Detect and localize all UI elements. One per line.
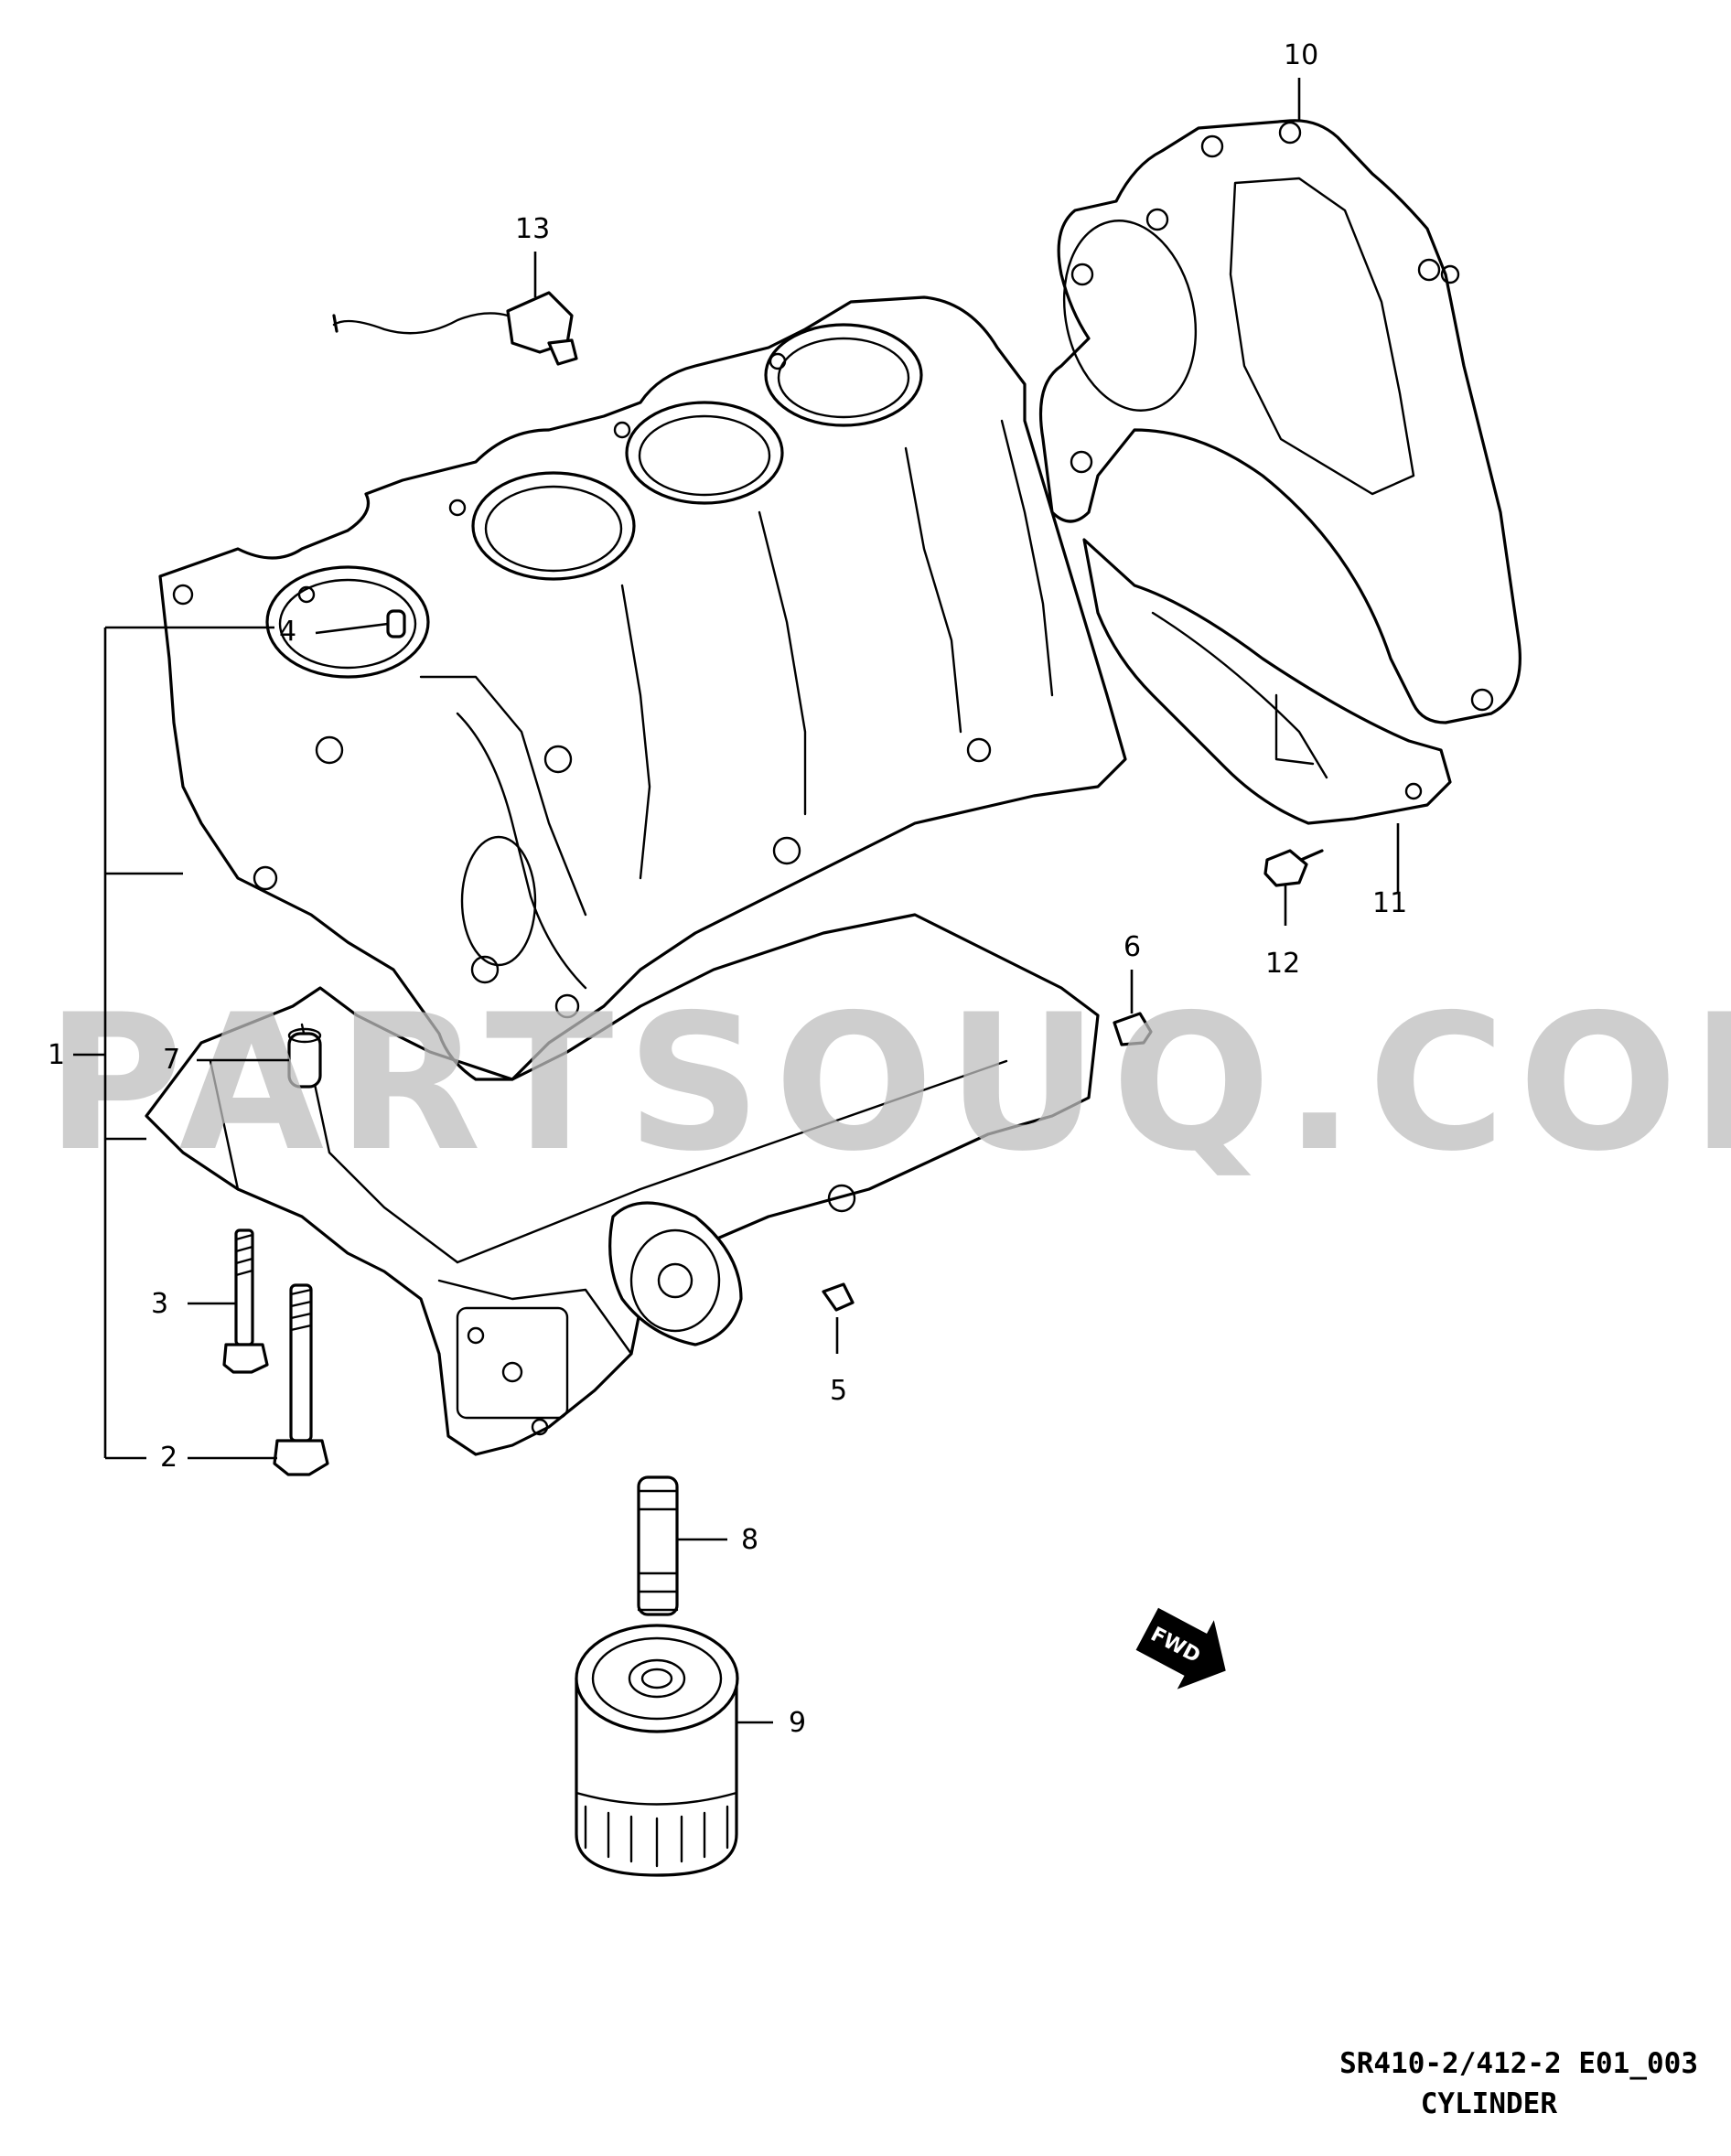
callout-9[interactable]: 9 (789, 1707, 806, 1739)
callout-5[interactable]: 5 (830, 1375, 847, 1407)
part-12-bolt[interactable] (1263, 849, 1324, 887)
part-8-stud[interactable] (637, 1475, 679, 1616)
part-13-sensor[interactable] (332, 291, 578, 366)
part-3-bolt[interactable] (222, 1228, 269, 1374)
part-11-lower-plate[interactable] (1082, 538, 1452, 825)
callout-7[interactable]: 7 (163, 1044, 180, 1076)
part-4-pin[interactable] (386, 609, 406, 638)
part-10-rear-plate[interactable] (1038, 119, 1521, 724)
callout-4[interactable]: 4 (279, 616, 296, 648)
callout-2[interactable]: 2 (160, 1442, 177, 1474)
part-1-cylinder-block[interactable] (158, 295, 1127, 1081)
part-1-lower-case[interactable] (145, 913, 1100, 1456)
watermark: PARTSOUQ.COM (46, 975, 1731, 1193)
callouts: 1 2 3 4 5 6 7 8 9 10 11 12 13 (48, 39, 1407, 1739)
diagram-title: CYLINDER (1420, 2087, 1557, 2120)
callout-6[interactable]: 6 (1124, 931, 1141, 963)
callout-11[interactable]: 11 (1372, 887, 1407, 919)
diagram-code: SR410-2/412-2 E01_003 (1339, 2047, 1698, 2080)
callout-10[interactable]: 10 (1284, 39, 1318, 71)
part-9-oil-filter[interactable] (575, 1624, 739, 1877)
callout-1[interactable]: 1 (48, 1039, 65, 1071)
callout-8[interactable]: 8 (741, 1524, 758, 1556)
leader-lines (73, 78, 1400, 1724)
part-2-bolt[interactable] (273, 1283, 329, 1476)
callout-12[interactable]: 12 (1265, 948, 1300, 980)
callout-13[interactable]: 13 (515, 213, 550, 245)
callout-3[interactable]: 3 (151, 1288, 168, 1320)
fwd-arrow-icon: FWD (1135, 1607, 1226, 1689)
part-5-plug[interactable] (822, 1282, 855, 1312)
part-6-plug[interactable] (1113, 1012, 1153, 1046)
